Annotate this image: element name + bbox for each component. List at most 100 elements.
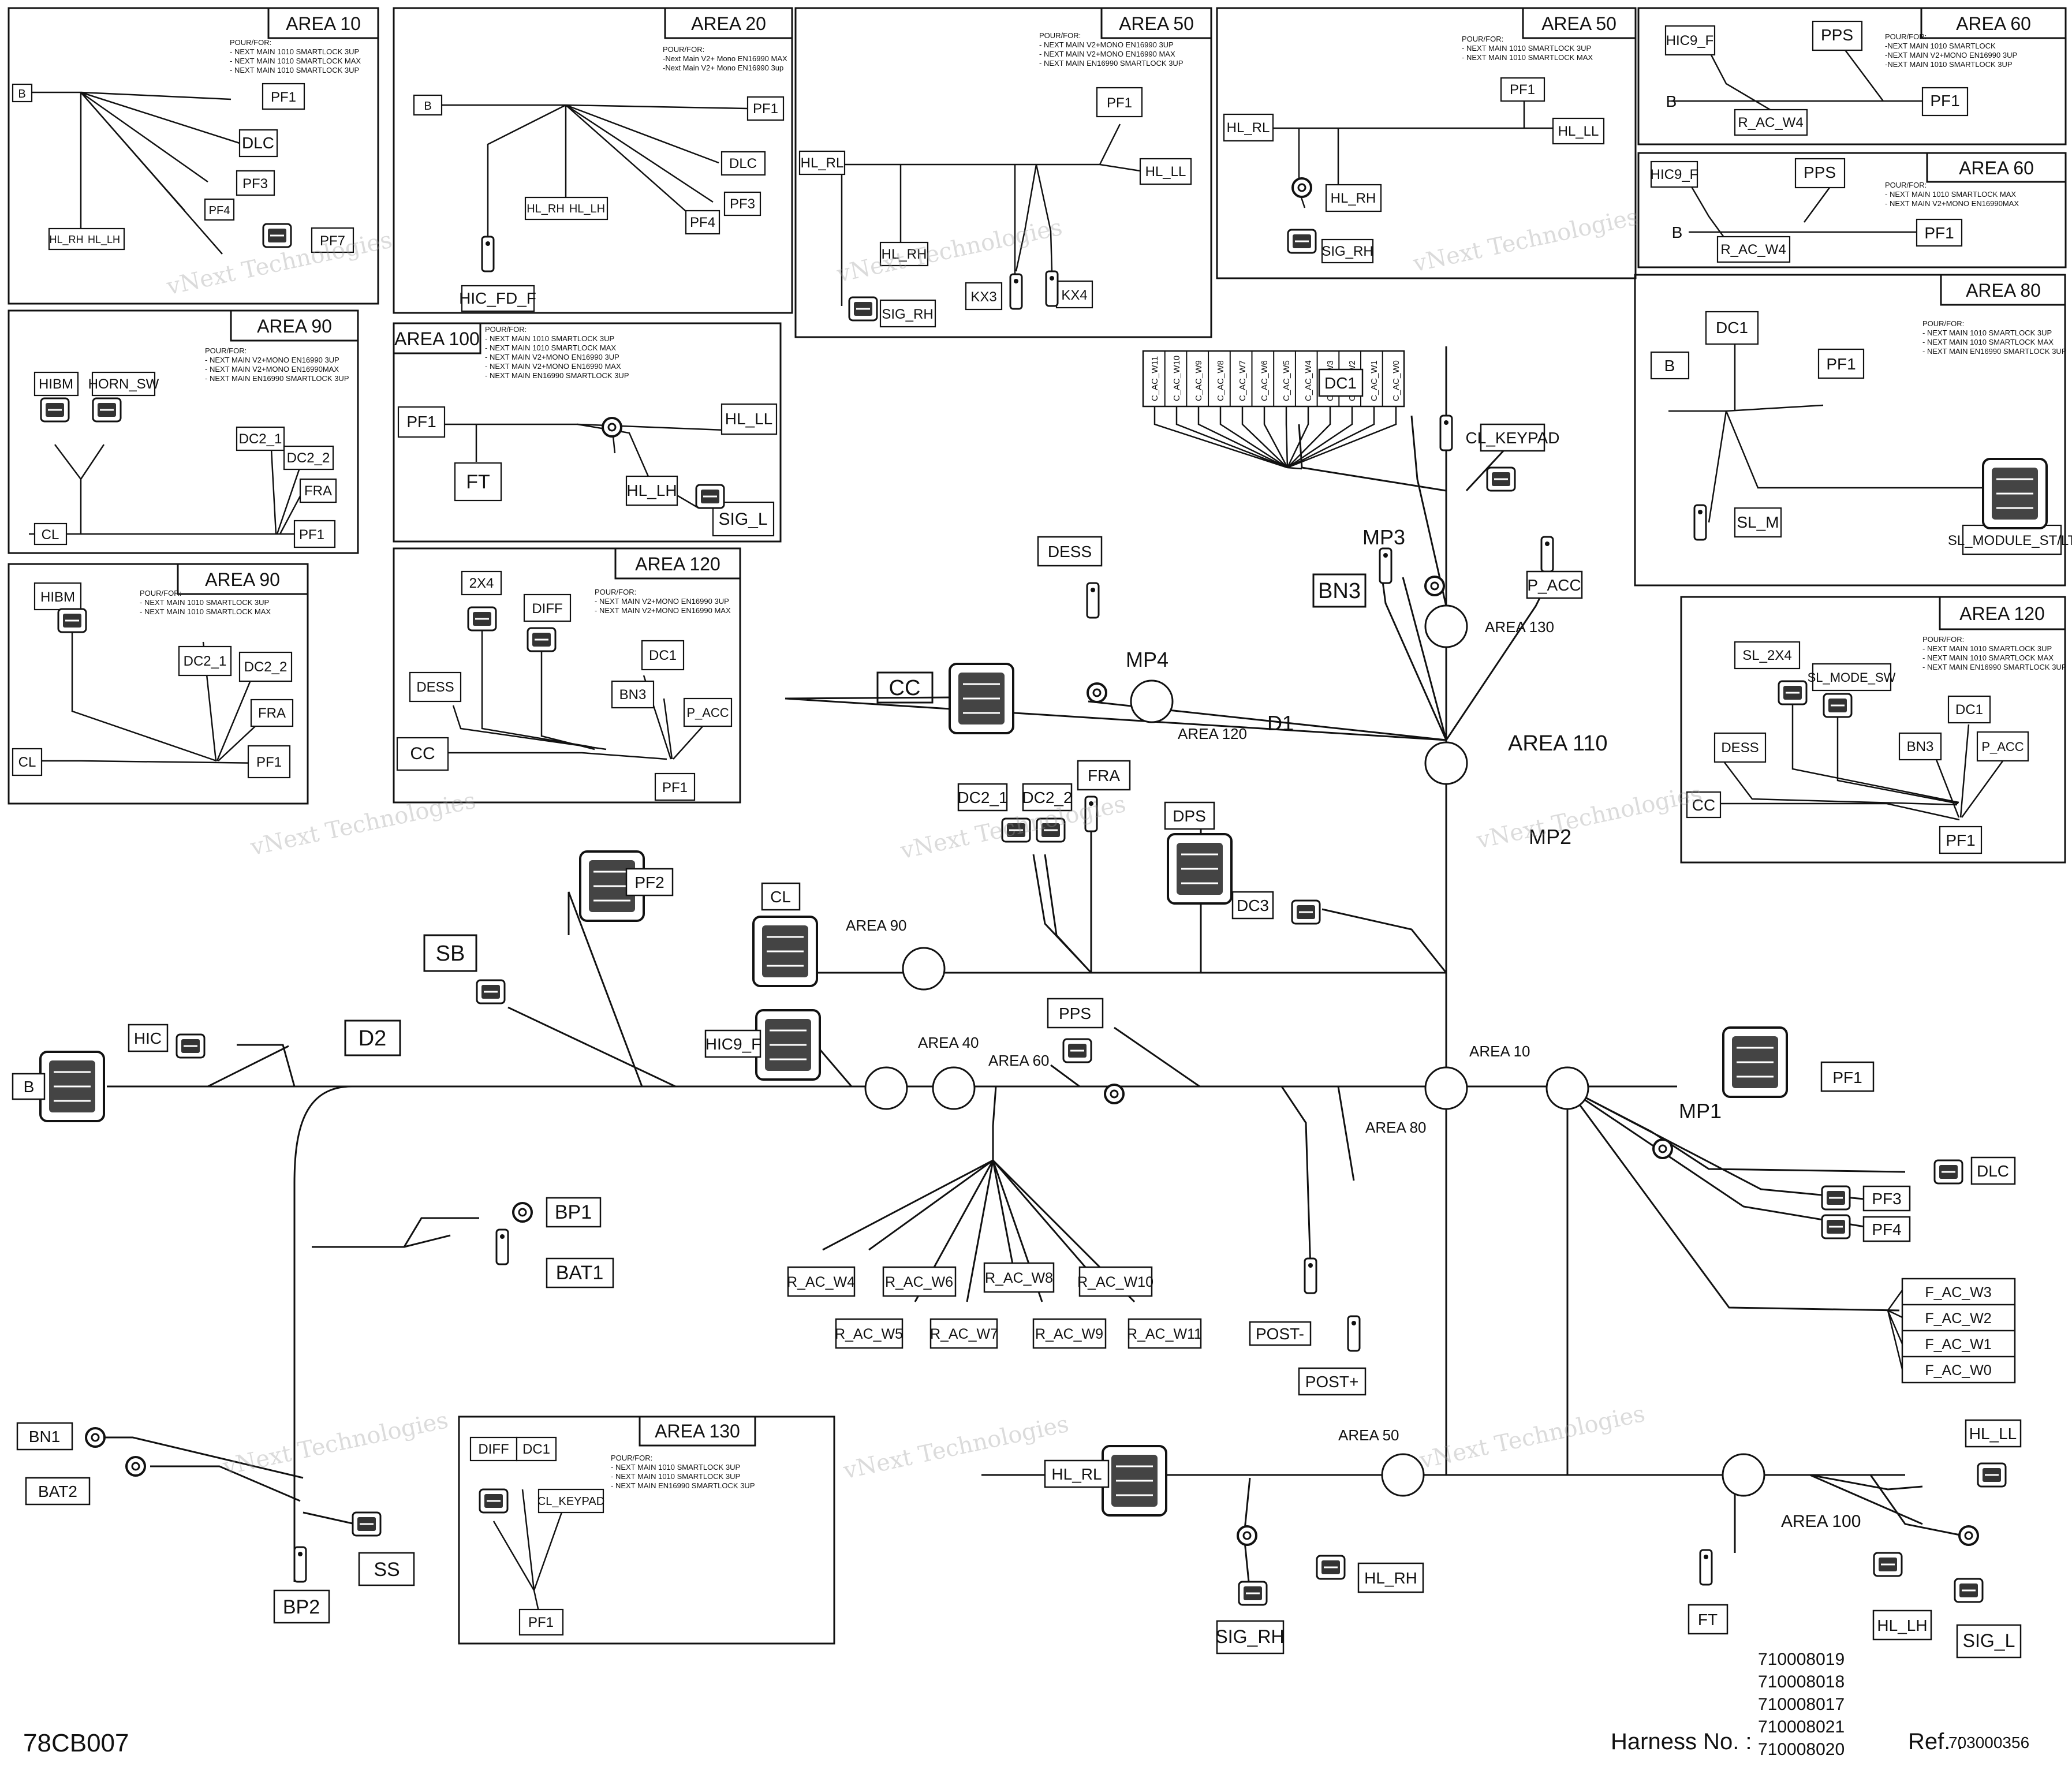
d1-block-label: C_AC_W1 (1369, 360, 1379, 401)
svg-text:POUR/FOR:- NEXT MAIN 1010 SMAR: POUR/FOR:- NEXT MAIN 1010 SMARTLOCK MAX-… (1885, 181, 2019, 208)
box-title: AREA 50 (1541, 13, 1616, 34)
box-label: SIG_RH (882, 307, 933, 322)
box-label: DC1 (522, 1441, 550, 1457)
box-note: POUR/FOR: (205, 346, 247, 355)
box-note: POUR/FOR: (1039, 31, 1081, 40)
box-label: B (1672, 223, 1683, 241)
rear-ac-label: R_AC_W9 (1035, 1326, 1103, 1342)
svg-text:POUR/FOR:- NEXT MAIN V2+MONO E: POUR/FOR:- NEXT MAIN V2+MONO EN16990 3UP… (595, 588, 731, 615)
box-note: - NEXT MAIN V2+MONO EN16990 MAX (485, 362, 621, 371)
area-marker: AREA 110 (1508, 731, 1608, 756)
svg-text:POUR/FOR:- NEXT MAIN 1010 SMAR: POUR/FOR:- NEXT MAIN 1010 SMARTLOCK 3UP-… (1462, 35, 1593, 62)
harness-number: 710008017 (1758, 1695, 1845, 1714)
connector-label: CL_KEYPAD (1466, 429, 1560, 447)
box-label: PPS (1804, 163, 1836, 181)
box-label: HL_LL (1145, 164, 1186, 180)
harness-number: 710008018 (1758, 1672, 1845, 1691)
diagram-code: 78CB007 (23, 1729, 129, 1757)
box-label: PF1 (662, 780, 688, 796)
box-label: PF1 (528, 1615, 554, 1630)
rear-ac-label: R_AC_W5 (835, 1326, 903, 1342)
box-note: - NEXT MAIN 1010 SMARTLOCK 3UP (140, 598, 269, 607)
box-label: DC1 (1716, 319, 1748, 337)
box-label: P_ACC (686, 705, 729, 720)
box-note: - NEXT MAIN 1010 SMARTLOCK 3UP (230, 47, 359, 56)
box-title: AREA 90 (257, 316, 332, 337)
connector-label: SIG_L (1963, 1630, 2015, 1651)
connector-label: P_ACC (1527, 576, 1581, 594)
d1-block-label: C_AC_W0 (1391, 360, 1401, 401)
box-note: - NEXT MAIN 1010 SMARTLOCK 3UP (230, 66, 359, 74)
box-title: AREA 60 (1956, 13, 2031, 34)
connector-label: BN3 (1318, 579, 1361, 603)
box-note: - NEXT MAIN 1010 SMARTLOCK MAX (1885, 190, 2016, 199)
front-ac-label: F_AC_W1 (1925, 1336, 1991, 1353)
connector-label: PF1 (1832, 1069, 1862, 1086)
box-label: 2X4 (469, 576, 494, 591)
box-label: R_AC_W4 (1720, 242, 1786, 257)
box-label: HL_RH (49, 234, 83, 246)
svg-text:POUR/FOR:- NEXT MAIN V2+MONO E: POUR/FOR:- NEXT MAIN V2+MONO EN16990 3UP… (205, 346, 349, 383)
watermark: vNext Technologies (841, 1411, 1071, 1485)
svg-text:POUR/FOR:- NEXT MAIN 1010 SMAR: POUR/FOR:- NEXT MAIN 1010 SMARTLOCK 3UP-… (140, 589, 271, 616)
branch-label: MP2 (1529, 825, 1571, 849)
watermark: vNext Technologies (248, 787, 478, 861)
harness-number-list: 710008019 710008018 710008017 710008021 … (1758, 1648, 1845, 1761)
front-ac-label: F_AC_W2 (1925, 1310, 1991, 1327)
connector-label: HL_LL (1969, 1425, 2017, 1443)
box-label: PF1 (1510, 82, 1535, 98)
box-note: - NEXT MAIN V2+MONO EN16990 3UP (1039, 40, 1174, 49)
front-ac-label: F_AC_W0 (1925, 1362, 1991, 1379)
box-label: FRA (304, 483, 332, 499)
box-note: -NEXT MAIN 1010 SMARTLOCK (1885, 42, 1996, 50)
area-marker: AREA 120 (1178, 725, 1247, 742)
box-label: PF1 (406, 413, 436, 431)
box-note: - NEXT MAIN V2+MONO EN16990 3UP (205, 356, 339, 364)
connector-label: HL_RH (1364, 1569, 1417, 1587)
box-note: - NEXT MAIN V2+MONO EN16990 3UP (595, 597, 729, 606)
box-note: POUR/FOR: (1922, 319, 1964, 328)
area-marker: AREA 80 (1365, 1119, 1427, 1136)
area-marker: AREA 40 (918, 1034, 979, 1051)
box-label: BN3 (1907, 739, 1934, 755)
box-note: POUR/FOR: (1885, 32, 1927, 41)
box-note: - NEXT MAIN EN16990 SMARTLOCK 3UP (1922, 347, 2067, 356)
box-note: - NEXT MAIN EN16990 SMARTLOCK 3UP (205, 374, 349, 383)
connector-label: HIC (134, 1029, 162, 1047)
box-label: DC1 (1955, 702, 1983, 718)
area-marker: AREA 130 (1485, 618, 1554, 636)
box-label: DESS (1721, 740, 1759, 756)
branch-label: D2 (359, 1026, 387, 1051)
box-label: DC2_1 (239, 431, 282, 447)
ref-number: 703000356 (1948, 1734, 2030, 1751)
box-label: SL_MODE_SW (1808, 670, 1896, 685)
box-note: - NEXT MAIN EN16990 SMARTLOCK 3UP (611, 1481, 755, 1490)
box-label: HIC9_F (1651, 167, 1698, 182)
box-label: BN3 (619, 687, 647, 703)
box-title: AREA 100 (394, 328, 480, 349)
box-label: HIC9_F (1666, 33, 1714, 48)
connector-label: BP2 (283, 1596, 320, 1618)
box-note: - NEXT MAIN 1010 SMARTLOCK MAX (1922, 653, 2054, 662)
rear-ac-label: R_AC_W4 (787, 1274, 855, 1290)
box-label: DIFF (532, 601, 562, 617)
box-title: AREA 60 (1959, 158, 2034, 178)
connector-label: FRA (1088, 767, 1120, 785)
connector-label: CL (770, 888, 791, 906)
box-label: PF4 (690, 215, 715, 230)
box-label: PF1 (256, 755, 282, 770)
connector-label: DC2_1 (957, 789, 1007, 806)
box-note: POUR/FOR: (611, 1454, 652, 1462)
box-note: POUR/FOR: (595, 588, 636, 596)
watermark: vNext Technologies (1417, 1400, 1647, 1474)
rear-ac-label: R_AC_W8 (985, 1270, 1053, 1286)
box-label: B (424, 100, 431, 113)
connector-label: DLC (1977, 1162, 2009, 1180)
box-note: POUR/FOR: (1885, 181, 1927, 189)
box-label: B (1666, 92, 1677, 110)
svg-text:POUR/FOR:- NEXT MAIN 1010 SMAR: POUR/FOR:- NEXT MAIN 1010 SMARTLOCK 3UP-… (1922, 319, 2067, 356)
box-title: AREA 20 (691, 13, 766, 34)
front-ac-label: F_AC_W3 (1925, 1284, 1991, 1301)
box-note: POUR/FOR: (230, 38, 271, 47)
box-note: - NEXT MAIN V2+MONO EN16990 3UP (485, 353, 619, 361)
